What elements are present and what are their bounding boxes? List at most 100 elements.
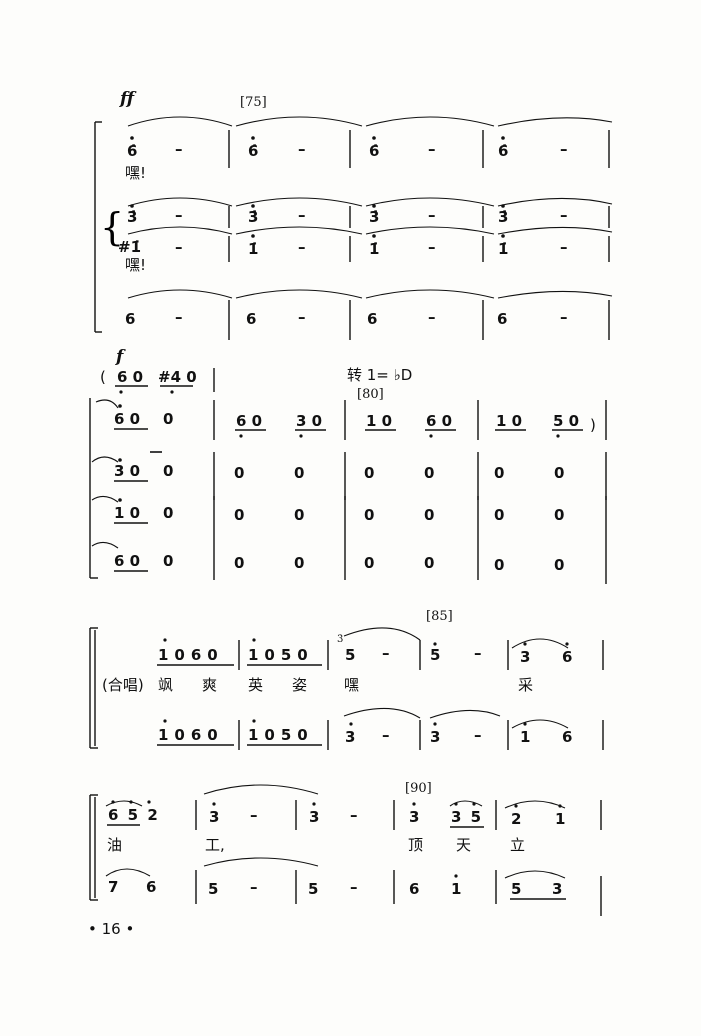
note: 1̇ xyxy=(498,240,508,258)
note: 3̇ xyxy=(248,208,258,226)
rest: 0 xyxy=(163,410,173,428)
row-s4-lower: 7 6 5 – 5 – 6 1 5 3 xyxy=(108,870,602,916)
rest: 0 xyxy=(163,504,173,522)
rest: 0 xyxy=(294,506,304,524)
dash: – xyxy=(428,238,436,256)
note: 6 0 xyxy=(236,412,262,430)
note: 3 5 xyxy=(451,808,483,826)
lyric: 采 xyxy=(518,676,533,694)
dash: – xyxy=(298,308,306,326)
row-s2-voice1: 6 0 0 6 0 3 0 1 0 6 0 1 0 5 0 ) xyxy=(95,399,607,440)
dash: – xyxy=(428,308,436,326)
row-s3-upper: 1060 1050 3̇ 5 – 5 – 3 6 xyxy=(157,634,604,670)
rest: 0 xyxy=(494,506,504,524)
lyric: 油 xyxy=(107,836,122,854)
dash: – xyxy=(175,140,183,158)
dash: – xyxy=(474,644,482,662)
dash: – xyxy=(382,726,390,744)
rest: 0 xyxy=(234,506,244,524)
note: 3 0 xyxy=(296,412,322,430)
key-change: 转 1= ♭D xyxy=(347,366,412,384)
intro-note: #4 0 xyxy=(158,368,197,386)
dash: – xyxy=(175,206,183,224)
note: 3 xyxy=(430,728,440,746)
system-2: f ( 6 0 #4 0 转 1= ♭D [80] 6 0 0 6 0 3 0 xyxy=(89,347,607,584)
note: 1060 xyxy=(158,726,224,744)
note: 3 xyxy=(520,648,530,666)
lyric: 顶 xyxy=(408,836,423,854)
rest: 0 xyxy=(364,464,374,482)
rest: 0 xyxy=(234,554,244,572)
row-s1-voice2b: #1̇ – 1̇ – 1̇ – 1̇ – 嘿! xyxy=(118,234,610,274)
note: 6 0 xyxy=(114,410,140,428)
note: 6 xyxy=(125,310,135,328)
dash: – xyxy=(560,206,568,224)
row-s2-voice2: 3 0 0 0 0 0 0 0 0 xyxy=(91,451,607,500)
intro-paren: ( xyxy=(100,368,106,386)
rehearsal-mark-80: [80] xyxy=(357,387,384,402)
note: 3̇ xyxy=(127,208,137,226)
lyric: 天 xyxy=(456,836,471,854)
lyric: 姿 xyxy=(292,676,307,694)
note: 6 xyxy=(409,880,419,898)
note: 3 0 xyxy=(114,462,140,480)
rest: 0 xyxy=(294,554,304,572)
rest: 0 xyxy=(294,464,304,482)
note: 1060 xyxy=(158,646,224,664)
lyric-hey: 嘿! xyxy=(125,164,146,182)
rehearsal-mark-90: [90] xyxy=(405,781,432,796)
note: 1 xyxy=(555,810,565,828)
row-s1-bass: 6 – 6 – 6 – 6 – xyxy=(125,300,610,340)
lyrics-s4: 油 工, 顶 天 立 xyxy=(107,836,525,854)
note: 1 xyxy=(451,880,461,898)
note: 6 xyxy=(246,310,256,328)
rest: 0 xyxy=(494,556,504,574)
note: 5 xyxy=(208,880,218,898)
chorus-label: (合唱) xyxy=(102,676,144,694)
lyric: 立 xyxy=(510,836,525,854)
rest: 0 xyxy=(424,464,434,482)
page-number: • 16 • xyxy=(88,920,134,938)
rest: 0 xyxy=(163,552,173,570)
lyric-hey: 嘿! xyxy=(125,256,146,274)
rest: 0 xyxy=(234,464,244,482)
dash: – xyxy=(350,878,358,896)
dash: – xyxy=(298,238,306,256)
note: 1 xyxy=(520,728,530,746)
note: 6 xyxy=(562,728,572,746)
note: 5 xyxy=(430,646,440,664)
dash: – xyxy=(382,644,390,662)
note: 7 xyxy=(108,878,118,896)
note: 6̇ xyxy=(248,142,258,160)
row-s3-lower: 1060 1050 3 – 3 – 1 6 xyxy=(157,719,604,750)
note: 1 0 xyxy=(496,412,522,430)
dynamic-f: f xyxy=(115,347,126,367)
system-1: ff [75] { 6̇ – 6̇ – 6̇ – 6̇ – xyxy=(94,89,613,340)
close-paren: ) xyxy=(590,416,596,434)
dash: – xyxy=(250,806,258,824)
note: 3 xyxy=(309,808,319,826)
note: 1050 xyxy=(248,726,314,744)
system-3: [85] 1060 1050 3̇ 5 – 5 – 3 xyxy=(89,609,604,750)
note: 1050 xyxy=(248,646,314,664)
dash: – xyxy=(560,140,568,158)
dash: – xyxy=(175,308,183,326)
note: 5 xyxy=(308,880,318,898)
rehearsal-mark-85: [85] xyxy=(426,609,453,624)
lyric: 爽 xyxy=(202,676,217,694)
note: 3 xyxy=(552,880,562,898)
rest: 0 xyxy=(554,506,564,524)
note: 6 xyxy=(367,310,377,328)
note: 3 xyxy=(409,808,419,826)
dash: – xyxy=(428,206,436,224)
lyrics-s3: (合唱) 飒 爽 英 姿 嘿 采 xyxy=(102,676,533,694)
dash: – xyxy=(298,140,306,158)
note: 6 xyxy=(562,648,572,666)
note: 5 xyxy=(511,880,521,898)
row-s4-upper: 6 5 2 3 – 3 – 3 3 5 2 1 xyxy=(107,800,602,830)
lyric: 工, xyxy=(205,836,225,854)
note: 6 0 xyxy=(114,552,140,570)
lyric: 飒 xyxy=(158,676,173,694)
dash: – xyxy=(350,806,358,824)
